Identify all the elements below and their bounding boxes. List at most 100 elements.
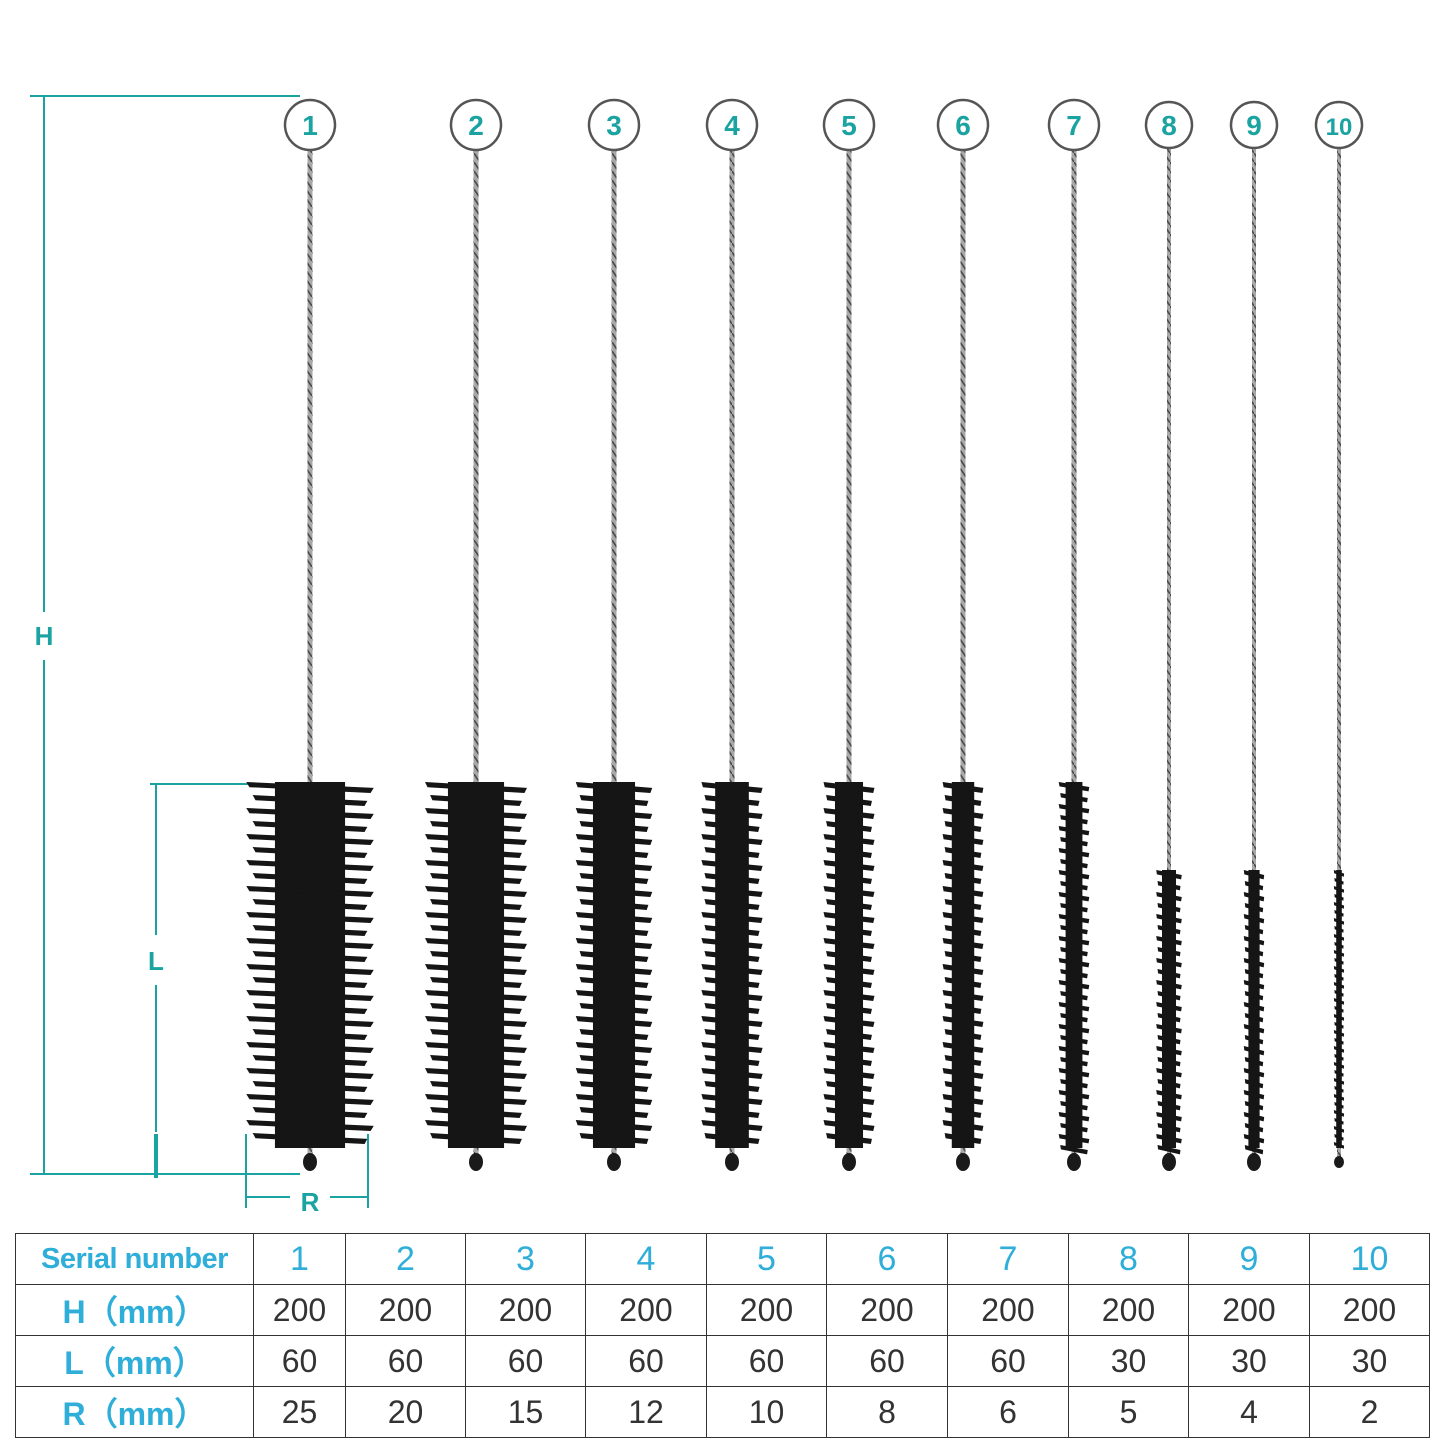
table-cell: 200 [947,1284,1069,1336]
brush-3: 3 [575,98,653,1171]
wire-stem [1167,146,1171,1160]
table-cell: 60 [465,1335,586,1387]
table-cell: 8 [826,1386,948,1438]
table-cell: 60 [706,1335,827,1387]
table-cell: 7 [947,1233,1069,1285]
table-cell: 60 [947,1335,1069,1387]
table-cell: 200 [345,1284,466,1336]
brush-tip [1067,1153,1081,1171]
table-cell: 5 [706,1233,827,1285]
table-cell: 15 [465,1386,586,1438]
table-cell: 60 [826,1335,948,1387]
brush-ring [1144,100,1194,150]
brush-9: 9 [1229,100,1279,1171]
bristles [425,782,527,1148]
table-cell: 2 [1309,1386,1430,1438]
table-cell: 5 [1068,1386,1189,1438]
brush-ring [1047,98,1101,152]
table-cell: 60 [253,1335,346,1387]
bristles [575,782,653,1148]
table-cell: 60 [585,1335,707,1387]
bristles [823,782,875,1148]
table-cell: 30 [1188,1335,1310,1387]
brush-tip [303,1153,317,1171]
table-cell: 200 [826,1284,948,1336]
table-cell: 3 [465,1233,586,1285]
table-cell: 60 [345,1335,466,1387]
brush-tip [725,1153,739,1171]
table-cell: 8 [1068,1233,1189,1285]
wire-stem [1337,146,1341,1160]
wire-stem [729,148,735,1160]
bristles [1243,870,1265,1155]
l-dimension-label: L [148,946,164,976]
brush-tip [956,1153,970,1171]
row-header: Serial number [15,1233,254,1285]
brush-5: 5 [822,98,876,1171]
table-cell: 200 [585,1284,707,1336]
table-cell: 9 [1188,1233,1310,1285]
brush-serial-label: 1 [302,110,318,141]
brush-ring [822,98,876,152]
bristles [1333,870,1345,1149]
wire-stem [307,148,313,1160]
wire-stem [1071,148,1077,1160]
brush-serial-label: 8 [1161,110,1177,141]
bristles [1156,870,1182,1155]
table-cell: 12 [585,1386,707,1438]
table-cell: 200 [1188,1284,1310,1336]
brush-7: 7 [1047,98,1101,1171]
brush-tip [1247,1153,1261,1171]
bristles [942,782,984,1148]
brush-tip [607,1153,621,1171]
table-cell: 200 [1068,1284,1189,1336]
wire-stem [846,148,852,1160]
table-cell: 4 [585,1233,707,1285]
table-cell: 1 [253,1233,346,1285]
brush-serial-label: 6 [955,110,971,141]
table-cell: 200 [706,1284,827,1336]
brush-ring [1229,100,1279,150]
brush-serial-label: 7 [1066,110,1082,141]
wire-stem [611,148,617,1160]
brush-serial-label: 3 [606,110,622,141]
brush-serial-label: 10 [1326,114,1353,141]
dimension-guides [30,95,369,1208]
brush-tip [1162,1153,1176,1171]
brush-6: 6 [936,98,990,1171]
brush-ring [1314,100,1364,150]
table-cell: 10 [1309,1233,1430,1285]
row-header: H（mm） [15,1284,254,1336]
table-cell: 200 [253,1284,346,1336]
brush-serial-label: 2 [468,110,484,141]
table-cell: 10 [706,1386,827,1438]
wire-stem [960,148,966,1160]
table-cell: 30 [1309,1335,1430,1387]
brush-tip [842,1153,856,1171]
table-cell: 4 [1188,1386,1310,1438]
brush-1: 1 [246,98,374,1171]
wire-stem [1252,146,1256,1160]
brush-ring [283,98,337,152]
table-cell: 6 [947,1386,1069,1438]
brush-tip [1334,1156,1344,1168]
brush-ring [587,98,641,152]
table-cell: 25 [253,1386,346,1438]
brush-serial-label: 5 [841,110,857,141]
table-cell: 20 [345,1386,466,1438]
bristles [1058,782,1090,1155]
brush-10: 10 [1314,100,1364,1168]
brush-2: 2 [425,98,527,1171]
wire-stem [473,148,479,1160]
brush-ring [936,98,990,152]
row-header: R（mm） [15,1386,254,1438]
row-header: L（mm） [15,1335,254,1387]
table-cell: 200 [465,1284,586,1336]
